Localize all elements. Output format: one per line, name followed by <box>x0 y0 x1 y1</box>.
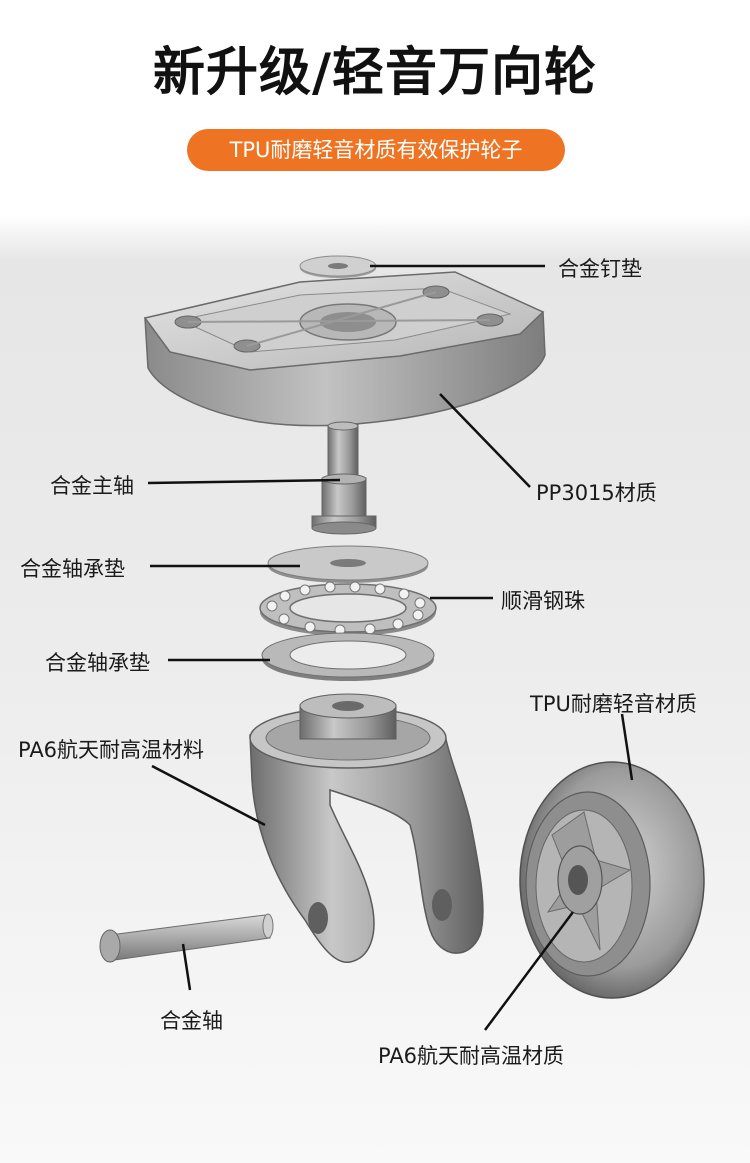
label-plate-material: PP3015材质 <box>536 481 657 505</box>
label-tire-material: TPU耐磨轻音材质 <box>530 692 697 716</box>
top-washer-shape <box>299 255 377 278</box>
label-spindle: 合金主轴 <box>50 474 134 498</box>
wheel-shape <box>519 761 705 999</box>
bearing-washer-2-shape <box>261 632 435 681</box>
leader-spindle <box>147 478 341 485</box>
leader-plate <box>439 393 531 488</box>
leader-lines <box>147 264 634 1031</box>
leader-hub <box>483 911 575 1031</box>
label-axle: 合金轴 <box>160 1009 223 1033</box>
bearing-washer-1-shape <box>267 545 429 583</box>
ball-bearing-shape <box>259 581 437 636</box>
spindle-shape <box>311 421 377 535</box>
leader-fork <box>151 764 266 827</box>
axle-shape <box>99 913 274 963</box>
label-hub-material: PA6航天耐高温材质 <box>378 1044 565 1068</box>
label-fork-material: PA6航天耐高温材料 <box>18 738 205 762</box>
subtitle-badge: TPU耐磨轻音材质有效保护轮子 <box>187 129 565 171</box>
label-steel-balls: 顺滑钢珠 <box>501 589 585 613</box>
mounting-plate-shape <box>143 271 546 427</box>
page-title: 新升级/轻音万向轮 <box>153 43 597 103</box>
leader-tire <box>620 713 634 781</box>
label-bearing-washer-1: 合金轴承垫 <box>20 557 125 581</box>
leader-axle <box>181 943 192 991</box>
label-washer-top: 合金钉垫 <box>558 257 642 281</box>
label-bearing-washer-2: 合金轴承垫 <box>45 651 150 675</box>
fork-shape <box>249 693 484 963</box>
